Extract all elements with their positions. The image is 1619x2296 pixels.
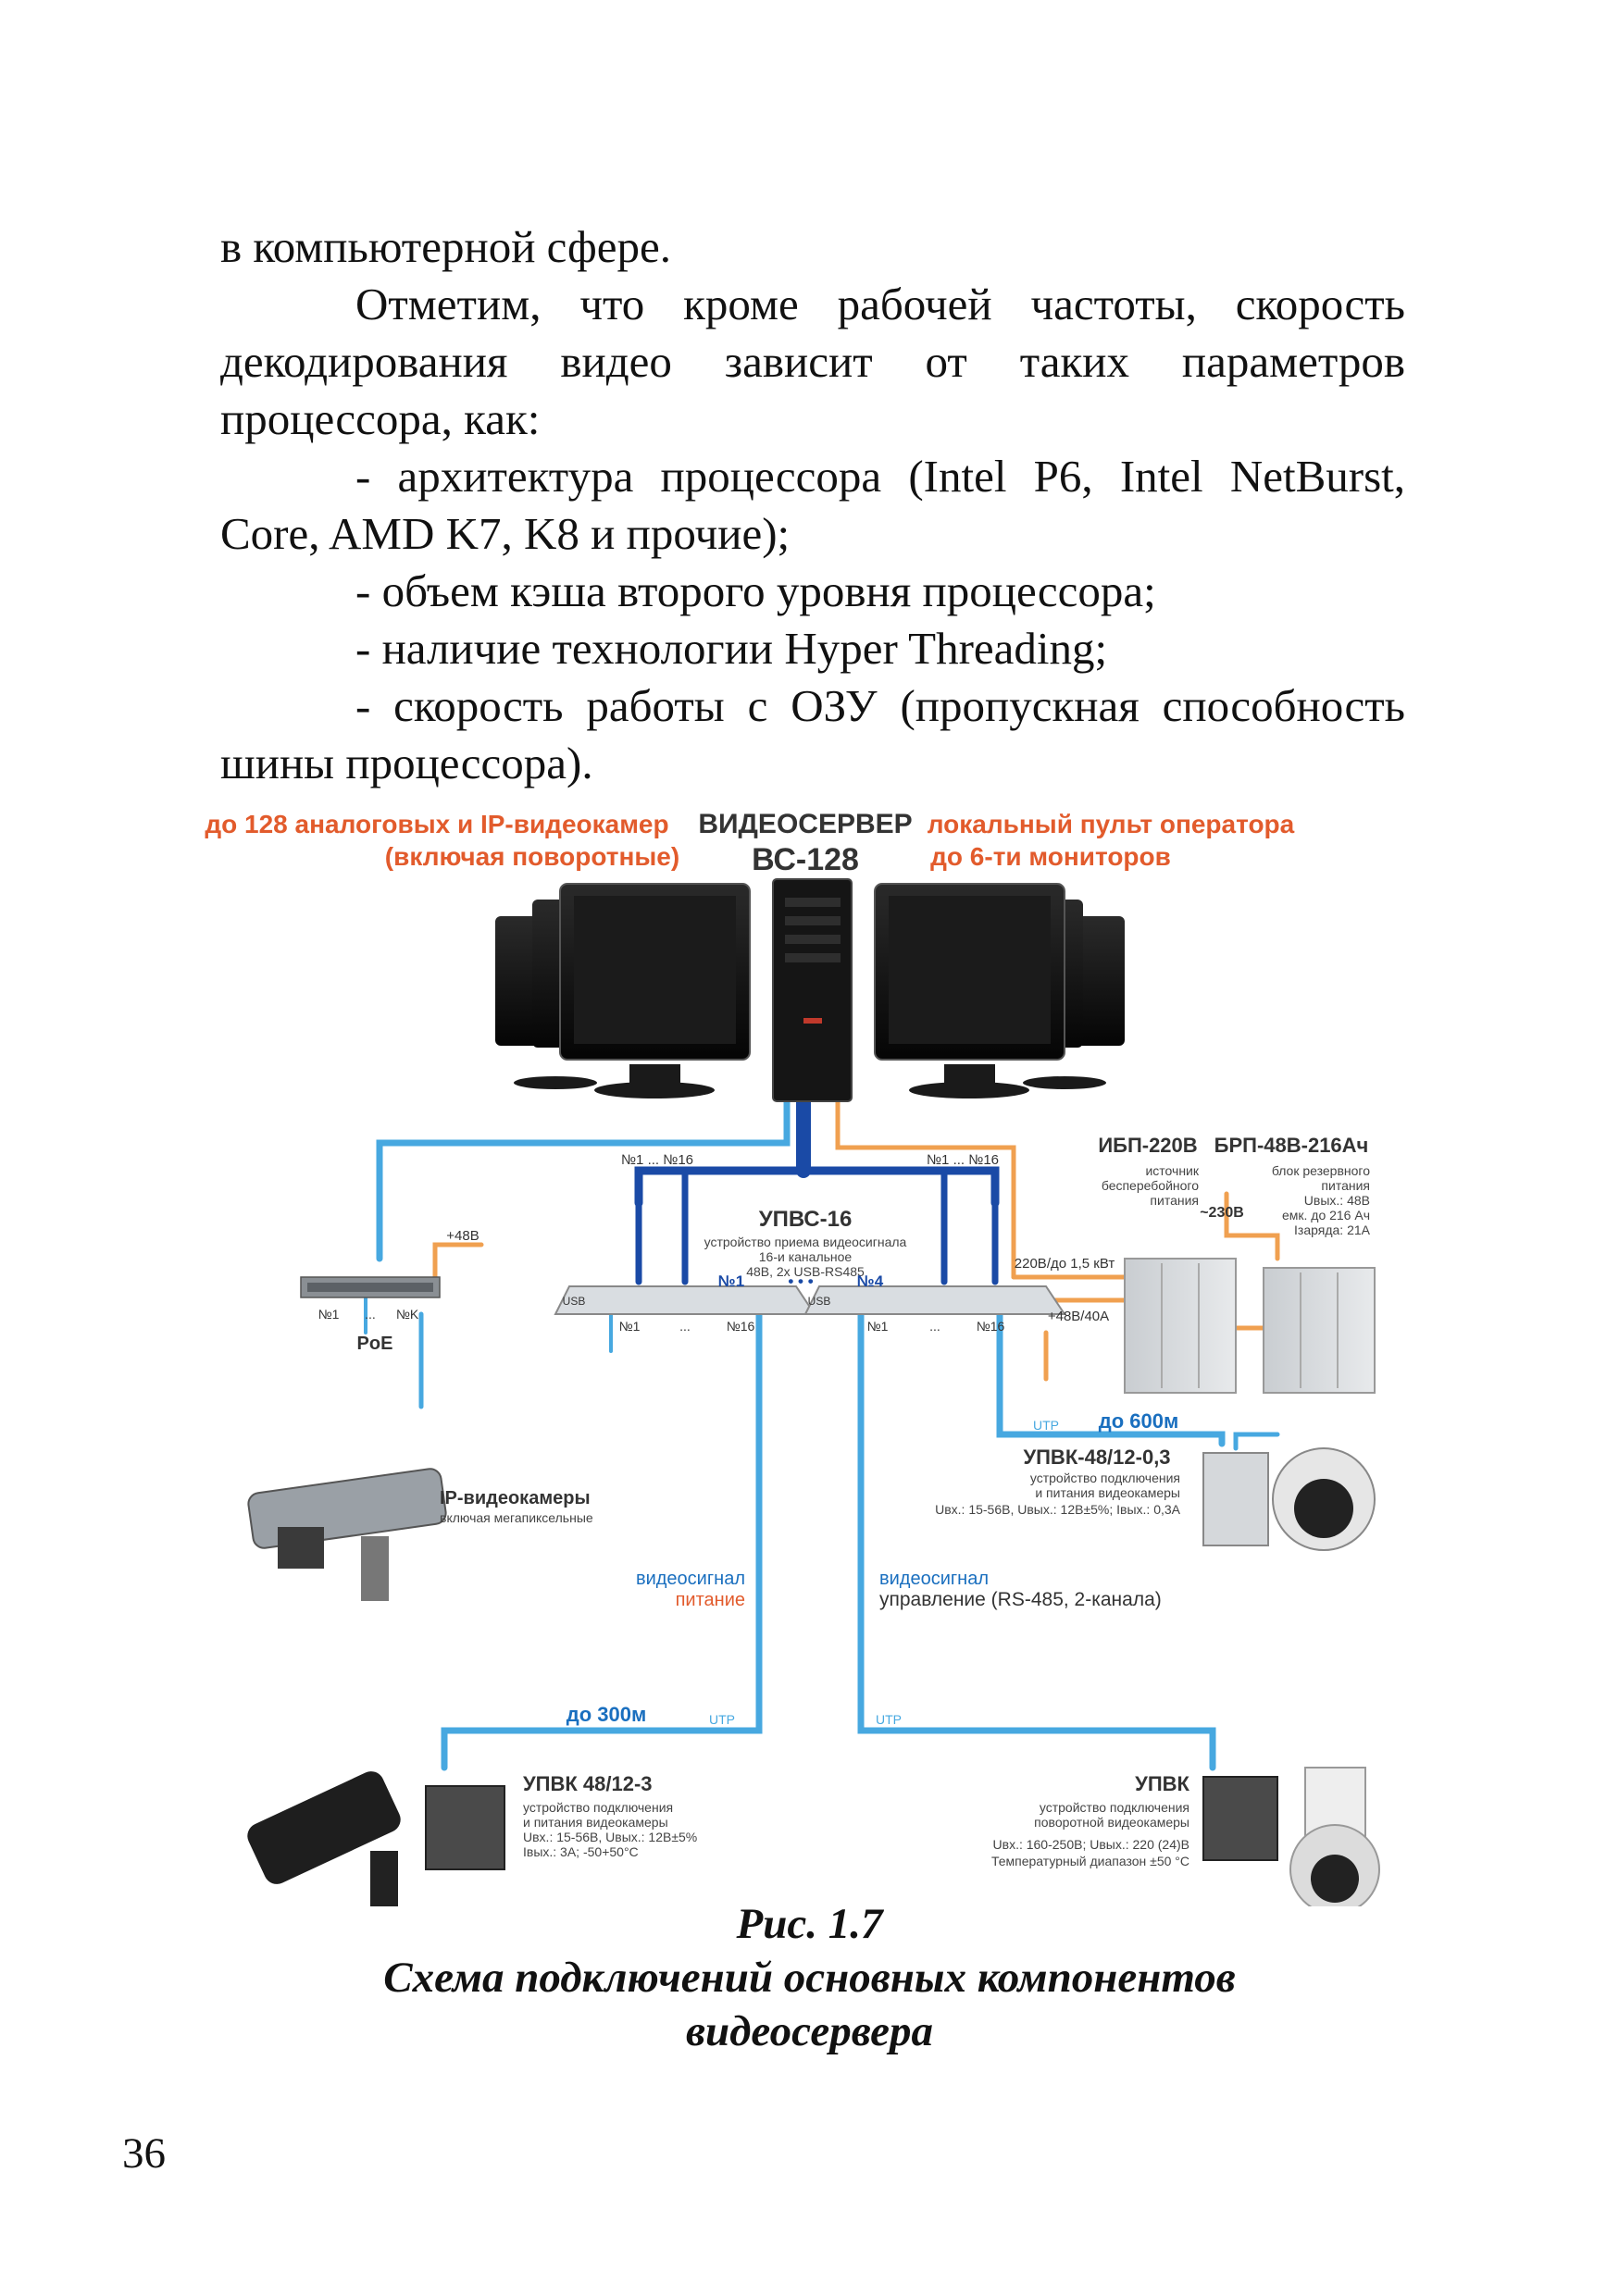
svg-text:№1 ... №16: №1 ... №16 xyxy=(621,1152,693,1168)
svg-text:220В/до 1,5 кВт: 220В/до 1,5 кВт xyxy=(1015,1256,1115,1272)
svg-text:включая мегапиксельные: включая мегапиксельные xyxy=(440,1510,593,1525)
svg-text:...: ... xyxy=(365,1307,376,1322)
label-ups: ИБП-220В xyxy=(1098,1134,1197,1157)
label-server-1: ВИДЕОСЕРВЕР xyxy=(698,809,912,839)
svg-text:16-и канальное: 16-и канальное xyxy=(759,1249,853,1264)
list-item: - объем кэша второго уровня процессора; xyxy=(355,565,1156,616)
list-item: - наличие технологии Hyper Threading; xyxy=(355,623,1108,674)
svg-text:№1: №1 xyxy=(619,1319,641,1334)
svg-text:+48В/40А: +48В/40А xyxy=(1048,1309,1109,1324)
svg-text:UTP: UTP xyxy=(876,1712,902,1727)
list-item: - скорость работы с ОЗУ (пропускная спос… xyxy=(220,680,1405,788)
diagram-labels: до 128 аналоговых и IP-видеокамер (включ… xyxy=(205,809,1370,1868)
svg-text:...: ... xyxy=(679,1319,691,1334)
label-ipcam: IP-видеокамеры xyxy=(440,1488,591,1508)
label-console-2: до 6-ти мониторов xyxy=(930,842,1171,871)
svg-text:до 600м: до 600м xyxy=(1099,1409,1179,1433)
label-cams-2: (включая поворотные) xyxy=(385,842,679,871)
receivers xyxy=(554,1285,1066,1315)
label-console-1: локальный пульт оператора xyxy=(928,810,1295,838)
svg-text:видеосигнал: видеосигнал xyxy=(879,1569,989,1589)
svg-text:№1: №1 xyxy=(718,1272,744,1290)
dome-camera xyxy=(1202,1447,1376,1551)
monitors-right xyxy=(874,883,1125,1098)
svg-text:Uвх.: 15-56В, Uвых.: 12В±5%: Uвх.: 15-56В, Uвых.: 12В±5% xyxy=(523,1830,697,1844)
svg-text:до 300м: до 300м xyxy=(567,1703,647,1726)
label-upvs: УПВС-16 xyxy=(759,1207,853,1232)
monitors-left xyxy=(495,883,751,1098)
svg-text:и питания видеокамеры: и питания видеокамеры xyxy=(523,1815,668,1830)
svg-text:№16: №16 xyxy=(727,1319,755,1334)
svg-text:бесперебойного: бесперебойного xyxy=(1102,1178,1199,1193)
svg-text:питания: питания xyxy=(1150,1193,1199,1208)
list-item: - архитектура процессора (Intel P6, Inte… xyxy=(220,451,1405,559)
svg-text:управление (RS-485, 2-канала): управление (RS-485, 2-канала) xyxy=(879,1589,1162,1610)
svg-text:Iзаряда: 21А: Iзаряда: 21А xyxy=(1294,1222,1371,1237)
svg-text:№K: №K xyxy=(396,1307,419,1322)
svg-text:устройство подключения: устройство подключения xyxy=(523,1800,673,1815)
network-switch xyxy=(300,1276,441,1298)
svg-text:видеосигнал: видеосигнал xyxy=(636,1569,745,1589)
svg-text:№1: №1 xyxy=(318,1307,340,1322)
ptz-camera xyxy=(1202,1767,1380,1906)
body-text: в компьютерной сфере. Отметим, что кроме… xyxy=(220,218,1405,792)
svg-text:устройство приема видеосигнала: устройство приема видеосигнала xyxy=(704,1235,907,1249)
svg-text:емк. до 216 Ач: емк. до 216 Ач xyxy=(1282,1208,1370,1222)
figure-caption: Рис. 1.7 Схема подключений основных комп… xyxy=(0,1897,1619,2058)
figure-diagram: до 128 аналоговых и IP-видеокамер (включ… xyxy=(0,796,1619,1906)
svg-text:и питания видеокамеры: и питания видеокамеры xyxy=(1035,1485,1180,1500)
paragraph: Отметим, что кроме рабочей частоты, скор… xyxy=(220,279,1405,444)
svg-text:устройство подключения: устройство подключения xyxy=(1030,1471,1180,1485)
server-tower xyxy=(772,878,853,1102)
ip-camera xyxy=(247,1468,447,1601)
figure-number: Рис. 1.7 xyxy=(736,1900,883,1948)
svg-text:№1 ... №16: №1 ... №16 xyxy=(927,1152,999,1168)
svg-text:Температурный диапазон ±50 °С: Температурный диапазон ±50 °С xyxy=(991,1854,1189,1868)
outdoor-camera xyxy=(247,1771,505,1906)
svg-text:Uвх.: 160-250В; Uвых.: 220 (24: Uвх.: 160-250В; Uвых.: 220 (24)В xyxy=(993,1837,1189,1852)
svg-text:№16: №16 xyxy=(977,1319,1005,1334)
svg-text:поворотной видеокамеры: поворотной видеокамеры xyxy=(1034,1815,1189,1830)
svg-text:устройство подключения: устройство подключения xyxy=(1040,1800,1189,1815)
svg-text:USB: USB xyxy=(563,1295,586,1308)
label-upvk3: УПВК xyxy=(1135,1772,1189,1795)
svg-text:питание: питание xyxy=(676,1590,745,1610)
svg-text:источник: источник xyxy=(1145,1163,1199,1178)
caption-line: Схема подключений основных компонентов xyxy=(383,1954,1236,2002)
svg-text:Iвых.: 3А; -50+50°С: Iвых.: 3А; -50+50°С xyxy=(523,1844,639,1859)
svg-text:Uвых.: 48В: Uвых.: 48В xyxy=(1304,1193,1370,1208)
label-brp: БРП-48В-216Ач xyxy=(1214,1134,1369,1157)
svg-text:UTP: UTP xyxy=(1033,1418,1059,1433)
svg-text:...: ... xyxy=(929,1319,940,1334)
svg-text:UTP: UTP xyxy=(709,1712,735,1727)
svg-text:• • •: • • • xyxy=(788,1272,813,1290)
label-server-2: ВС-128 xyxy=(752,842,859,877)
svg-text:+48В: +48В xyxy=(446,1228,479,1244)
svg-text:~230В: ~230В xyxy=(1200,1205,1244,1221)
svg-text:PoE: PoE xyxy=(357,1334,393,1354)
label-cams-1: до 128 аналоговых и IP-видеокамер xyxy=(205,810,668,838)
label-upvk1: УПВК-48/12-0,3 xyxy=(1023,1446,1170,1469)
ups-cabinets xyxy=(1124,1258,1376,1394)
svg-text:Uвх.: 15-56В, Uвых.: 12В±5%; I: Uвх.: 15-56В, Uвых.: 12В±5%; Iвых.: 0,3А xyxy=(935,1502,1181,1517)
svg-text:№4: №4 xyxy=(857,1272,884,1290)
svg-text:USB: USB xyxy=(808,1295,831,1308)
svg-text:48В, 2х USB-RS485: 48В, 2х USB-RS485 xyxy=(746,1264,865,1279)
svg-text:№1: №1 xyxy=(867,1319,889,1334)
text-line: в компьютерной сфере. xyxy=(220,221,672,272)
cables xyxy=(364,1094,1280,1771)
svg-text:блок резервного: блок резервного xyxy=(1272,1163,1370,1178)
svg-text:питания: питания xyxy=(1321,1178,1370,1193)
label-upvk2: УПВК 48/12-3 xyxy=(523,1772,653,1795)
diagram-svg: до 128 аналоговых и IP-видеокамер (включ… xyxy=(205,809,1380,1906)
caption-line: видеосервера xyxy=(685,2007,934,2055)
page-number: 36 xyxy=(122,2129,166,2178)
